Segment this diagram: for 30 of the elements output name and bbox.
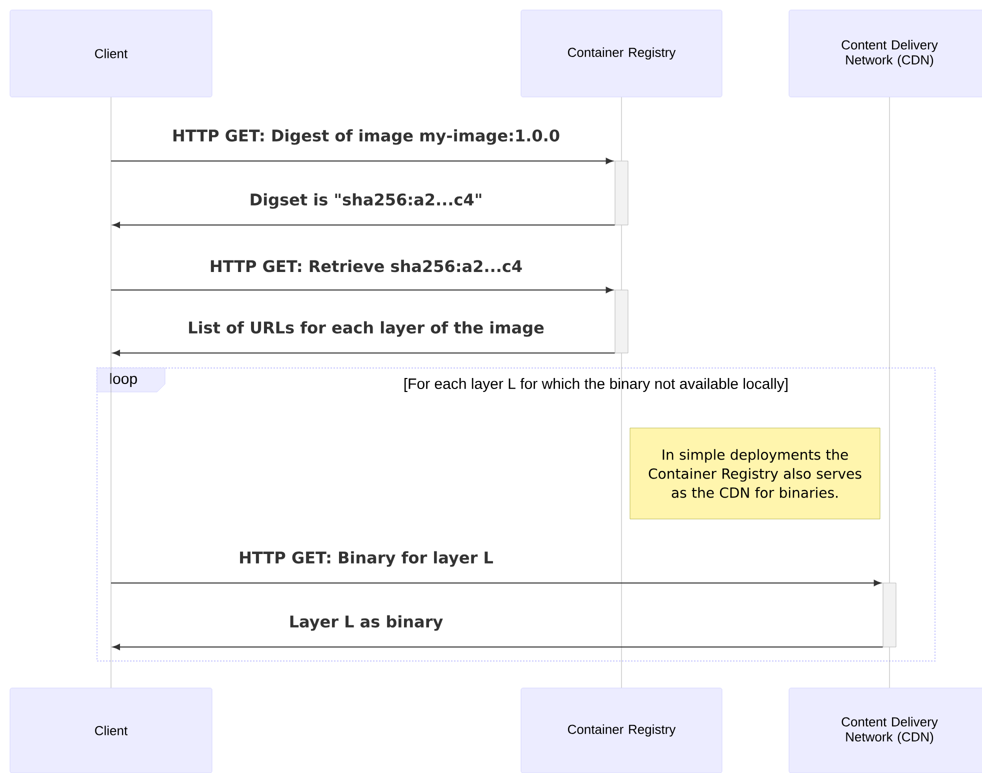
message-label: HTTP GET: Retrieve sha256:a2...c4: [208, 258, 524, 274]
lifeline: [621, 97, 622, 161]
lifeline: [889, 97, 890, 583]
message-label: Layer L as binary: [288, 614, 444, 632]
activation-bar: [614, 160, 628, 226]
message-label: HTTP GET: Binary for layer L: [238, 550, 494, 568]
message-arrow: [111, 580, 882, 586]
message-label: Digset is "sha256:a2...c4": [248, 192, 484, 210]
participant-box: Client: [10, 688, 212, 773]
participant-box: Container Registry: [520, 688, 722, 773]
lifeline: [110, 97, 112, 688]
participant-box: Content Delivery Network (CDN): [788, 688, 982, 773]
activation-bar: [614, 290, 628, 354]
message-arrow: [111, 158, 614, 164]
loop-condition: [For each layer L for which the binary not available locally]: [402, 377, 790, 393]
participant-box: Client: [10, 10, 212, 98]
message-arrow: [112, 644, 883, 650]
participant-box: Content Delivery Network (CDN): [788, 10, 982, 98]
message-arrow: [112, 222, 615, 228]
message-label: HTTP GET: Digest of image my-image:1.0.0: [170, 128, 562, 146]
participant-box: Container Registry: [520, 10, 722, 98]
lifeline: [889, 647, 890, 688]
lifeline: [621, 353, 622, 688]
lifeline: [621, 225, 622, 290]
message-label: List of URLs for each layer of the image: [186, 320, 546, 338]
message-arrow: [112, 350, 615, 356]
loop-tab: loop: [96, 368, 166, 392]
activation-bar: [882, 582, 896, 648]
message-arrow: [111, 286, 614, 294]
note-box: In simple deployments the Container Registry also serves as the CDN for binaries.: [630, 428, 880, 520]
